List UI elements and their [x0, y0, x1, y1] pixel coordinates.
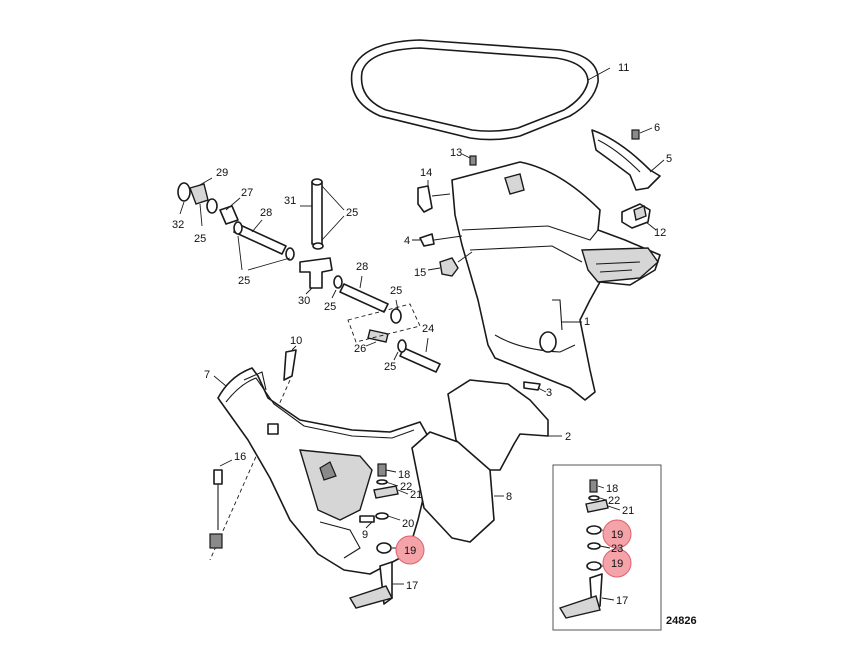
spacer-9 [359, 515, 375, 523]
callout-4: 4 [404, 235, 410, 247]
callout-30: 30 [298, 295, 310, 307]
callout-16: 16 [234, 451, 246, 463]
callout-19-inset-a: 19 [611, 529, 623, 541]
latch-12 [621, 203, 657, 231]
callout-5: 5 [666, 153, 672, 165]
callout-25b: 25 [346, 207, 358, 219]
trim-bracket-5 [591, 129, 665, 191]
callout-20: 20 [402, 518, 414, 530]
lever-17 [348, 561, 404, 609]
cowl-seal-11 [350, 39, 611, 141]
hose-24 [399, 347, 441, 373]
callout-3: 3 [546, 387, 552, 399]
small-seal-3 [523, 381, 547, 393]
callout-26: 26 [354, 343, 366, 355]
callout-25c: 25 [238, 275, 250, 287]
grommet-15 [427, 251, 473, 277]
callout-1: 1 [584, 316, 590, 328]
callout-21-inset: 21 [622, 505, 634, 517]
callout-9: 9 [362, 529, 368, 541]
callout-29: 29 [216, 167, 228, 179]
callout-6: 6 [654, 122, 660, 134]
callout-12: 12 [654, 227, 666, 239]
callout-15: 15 [414, 267, 426, 279]
clip-14 [417, 180, 451, 213]
screw-13 [461, 153, 477, 166]
seal-plate-8 [411, 431, 504, 543]
callout-19-inset-b: 19 [611, 558, 623, 570]
callout-19-main: 19 [404, 545, 416, 557]
figure-number: 24826 [666, 615, 697, 627]
callout-2: 2 [565, 431, 571, 443]
callout-25d: 25 [324, 301, 336, 313]
clip-10 [209, 345, 297, 561]
callout-21: 21 [410, 489, 422, 501]
callout-24: 24 [422, 323, 434, 335]
washer-22 [376, 479, 388, 485]
callout-8: 8 [506, 491, 512, 503]
callout-32: 32 [172, 219, 184, 231]
tube-31 [311, 181, 323, 245]
fitting-29 [189, 183, 209, 205]
hose-assembly [177, 177, 441, 373]
callout-23: 23 [611, 543, 623, 555]
callout-18: 18 [398, 469, 410, 481]
fastener-stack-main [359, 463, 409, 554]
callout-7: 7 [204, 369, 210, 381]
callout-17-inset: 17 [616, 595, 628, 607]
highlight-19-inset-b [602, 548, 632, 578]
callout-27: 27 [241, 187, 253, 199]
callout-28a: 28 [260, 207, 272, 219]
fastener-4 [412, 233, 463, 247]
inset-panel [552, 464, 662, 631]
callout-13: 13 [450, 147, 462, 159]
screw-6 [631, 127, 653, 140]
main-bracket-1 [451, 161, 661, 401]
callout-11: 11 [618, 62, 629, 74]
valve-26 [367, 329, 389, 343]
lower-cowl-7 [213, 367, 431, 575]
callout-22: 22 [400, 481, 412, 493]
washer-20 [375, 512, 389, 520]
tee-30 [299, 257, 333, 289]
callout-10: 10 [290, 335, 302, 347]
callout-31: 31 [284, 195, 296, 207]
callout-25f: 25 [384, 361, 396, 373]
bolt-18 [377, 463, 387, 477]
callout-25e: 25 [390, 285, 402, 297]
bracket-21 [373, 485, 399, 499]
callout-25a: 25 [194, 233, 206, 245]
connector-27 [219, 205, 239, 225]
callout-28b: 28 [356, 261, 368, 273]
highlight-19-inset-a [602, 519, 632, 549]
callout-14: 14 [420, 167, 432, 179]
callout-18-inset: 18 [606, 483, 618, 495]
callout-17: 17 [406, 580, 418, 592]
o-ring-32 [177, 182, 191, 202]
wire-harness-16 [209, 459, 233, 549]
nut-19 [376, 542, 392, 554]
callout-labels: 11 6 5 13 14 12 4 15 1 3 2 8 29 27 32 25… [172, 62, 697, 627]
callout-22-inset: 22 [608, 495, 620, 507]
highlight-19-main [395, 535, 425, 565]
hose-28b [339, 283, 389, 313]
